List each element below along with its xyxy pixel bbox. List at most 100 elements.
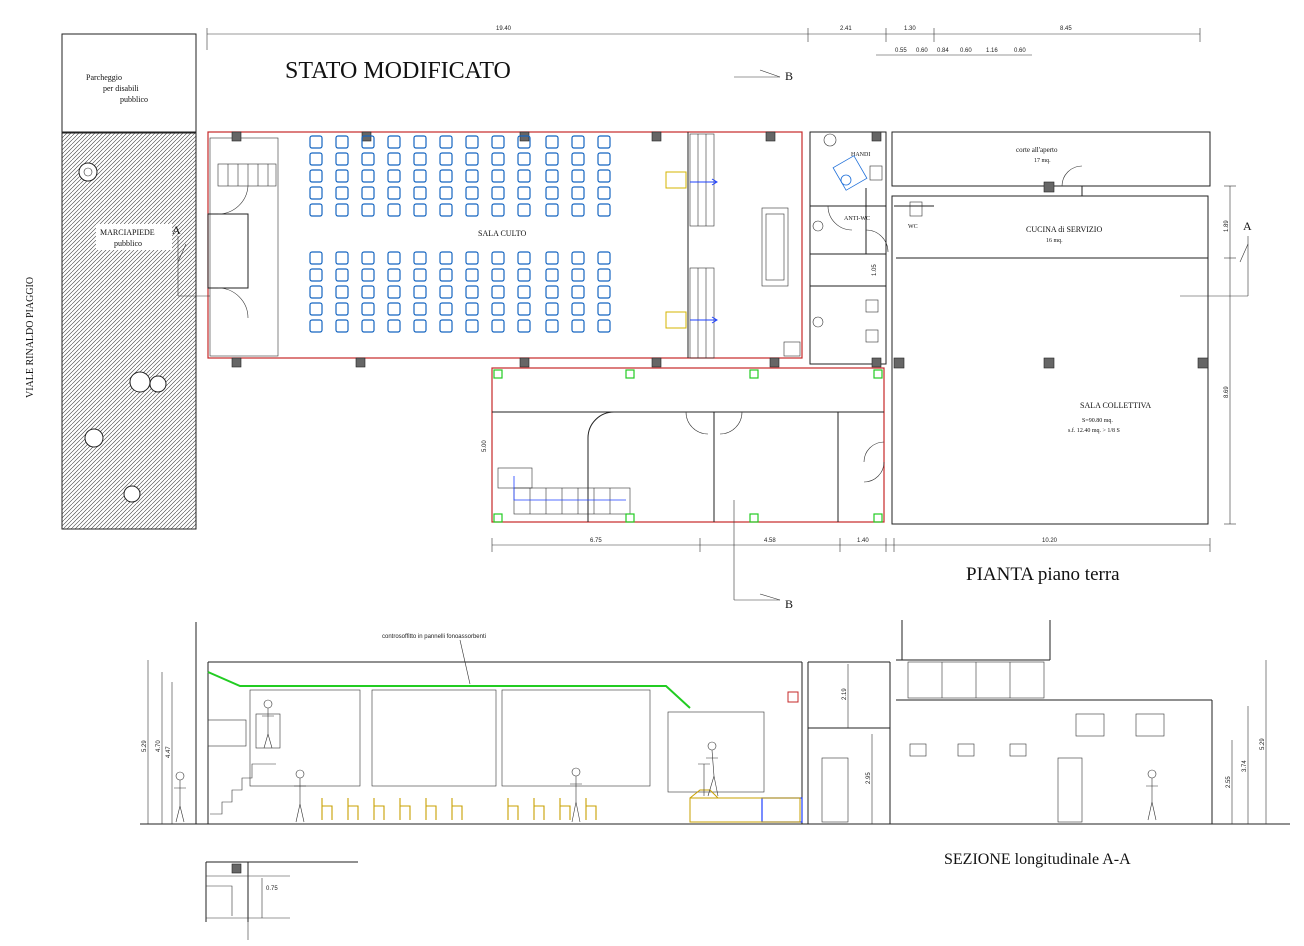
- seat: [439, 268, 453, 282]
- seat: [361, 319, 375, 333]
- seat: [571, 285, 585, 299]
- right-dimension-line: [1224, 185, 1236, 525]
- seat: [491, 152, 505, 166]
- dim-top-4: 8.45: [1060, 26, 1072, 32]
- dim-top-3: 1.30: [904, 26, 916, 32]
- seat: [361, 135, 375, 149]
- seat: [439, 251, 453, 265]
- section-mark-a-right: [1180, 236, 1249, 297]
- seat: [517, 268, 531, 282]
- seat: [465, 302, 479, 316]
- seat: [387, 152, 401, 166]
- seat: [545, 319, 559, 333]
- bottom-dimension-line: [491, 538, 1211, 552]
- seat: [491, 302, 505, 316]
- section-chair: [425, 798, 437, 820]
- seat: [571, 203, 585, 217]
- seat: [465, 251, 479, 265]
- section-mark-b-top: [734, 69, 781, 78]
- seat: [545, 285, 559, 299]
- seat: [335, 135, 349, 149]
- door-swing-icon: [827, 205, 889, 253]
- seat: [571, 169, 585, 183]
- seat: [517, 319, 531, 333]
- east-block: [891, 131, 1211, 525]
- room-cucina: CUCINA di SERVIZIO: [1026, 225, 1102, 234]
- detail-fragment: [205, 861, 358, 940]
- seat: [387, 319, 401, 333]
- seat: [413, 203, 427, 217]
- seat: [545, 251, 559, 265]
- seat: [413, 186, 427, 200]
- room-corte-area: 17 mq.: [1034, 158, 1051, 164]
- seat: [387, 251, 401, 265]
- services-block: [809, 131, 934, 368]
- seat: [517, 186, 531, 200]
- seat: [545, 268, 559, 282]
- seat: [387, 186, 401, 200]
- seat: [335, 268, 349, 282]
- parking-label-1: Parcheggio: [86, 73, 122, 82]
- seat: [517, 251, 531, 265]
- sidewalk-label-bg: [96, 224, 172, 250]
- lower-rooms: [491, 367, 885, 523]
- seat: [597, 203, 611, 217]
- seat: [465, 186, 479, 200]
- seat: [571, 186, 585, 200]
- seat: [335, 319, 349, 333]
- dim-top-small-6: 0.60: [1014, 48, 1026, 54]
- seat: [413, 319, 427, 333]
- toilet-icon: [865, 329, 879, 343]
- seating-grid: [309, 135, 611, 333]
- seat: [335, 302, 349, 316]
- seat: [465, 135, 479, 149]
- seat: [517, 135, 531, 149]
- stair-icon: [217, 163, 277, 187]
- dim-top-small-5: 1.16: [986, 48, 998, 54]
- dim-section-3: 4.47: [166, 746, 172, 758]
- seat: [517, 152, 531, 166]
- seat: [597, 186, 611, 200]
- seat: [517, 203, 531, 217]
- seat: [309, 152, 323, 166]
- seat: [491, 203, 505, 217]
- seat: [545, 169, 559, 183]
- seat: [545, 203, 559, 217]
- seat: [491, 135, 505, 149]
- dim-section-2: 4.70: [156, 740, 162, 752]
- seat: [465, 169, 479, 183]
- section-chair: [507, 798, 519, 820]
- seat: [387, 268, 401, 282]
- dim-section-7: 3.74: [1242, 760, 1248, 772]
- seat: [413, 285, 427, 299]
- stage-area: [665, 133, 801, 359]
- sidewalk-area: [61, 132, 197, 530]
- person-icon: [706, 741, 719, 797]
- seat: [491, 285, 505, 299]
- seat: [387, 135, 401, 149]
- seat: [309, 319, 323, 333]
- section-chair: [451, 798, 463, 820]
- seat: [335, 251, 349, 265]
- seat: [571, 135, 585, 149]
- seat: [361, 152, 375, 166]
- seat: [413, 251, 427, 265]
- seat: [491, 268, 505, 282]
- dim-section-6: 5.29: [1260, 738, 1266, 750]
- dim-top-small-1: 0.55: [895, 48, 907, 54]
- section-chair: [585, 798, 597, 820]
- dim-top-small-3: 0.84: [937, 48, 949, 54]
- room-handi: HANDI: [851, 152, 870, 158]
- seat: [387, 285, 401, 299]
- toilet-icon: [865, 299, 879, 313]
- room-wc: WC: [908, 224, 918, 230]
- section-mark-b-bottom-label: B: [785, 597, 793, 611]
- section-chair: [347, 798, 359, 820]
- room-sala-collettiva-area: S=90.80 mq.: [1082, 418, 1113, 424]
- seat: [545, 186, 559, 200]
- seat: [465, 319, 479, 333]
- seat: [361, 251, 375, 265]
- section-chair: [321, 798, 333, 820]
- top-dimension-line: [206, 28, 1201, 56]
- dim-bottom-1: 6.75: [590, 538, 602, 544]
